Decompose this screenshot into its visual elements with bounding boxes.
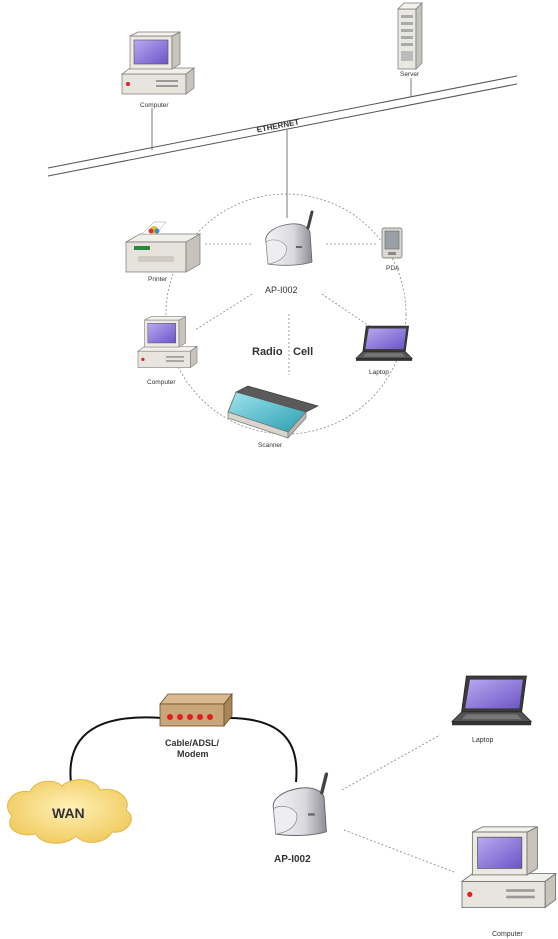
modem-label-line2: Modem (177, 749, 209, 759)
cell-label: Cell (293, 346, 313, 358)
radio-label: Radio (252, 346, 283, 358)
computer2-label: Computer (492, 931, 523, 938)
access-point-icon (266, 212, 312, 265)
modem-label-line1: Cable/ADSL/ (165, 738, 220, 748)
diagram-one: ETHERNET Computer Server (48, 3, 517, 449)
modem-ap-cable (228, 718, 296, 782)
modem-icon (160, 694, 232, 726)
computer-icon (122, 32, 194, 94)
computer-left-label: Computer (147, 379, 176, 386)
computer-top-label: Computer (140, 102, 169, 109)
ethernet-label: ETHERNET (256, 117, 300, 134)
laptop-2-icon (452, 676, 531, 725)
pda-icon (382, 228, 402, 258)
printer-icon (126, 222, 200, 272)
pda-label: PDA (386, 265, 400, 272)
server-icon (398, 3, 422, 69)
diagram-two: Cable/ADSL/ Modem WAN AP-I002 Laptop Com… (7, 676, 555, 938)
computer-2-icon (462, 827, 556, 908)
computer-left-icon (138, 317, 197, 368)
ap-laptop-link (342, 735, 440, 790)
ap2-label: AP-I002 (274, 854, 311, 865)
scanner-icon (228, 386, 318, 438)
printer-label: Printer (148, 276, 168, 283)
laptop-icon (356, 326, 412, 361)
wan-label: WAN (52, 805, 85, 821)
scanner-label: Scanner (258, 442, 283, 449)
ap-computer-link (344, 830, 454, 872)
access-point-2-icon (273, 774, 326, 835)
laptop-label: Laptop (369, 369, 389, 376)
server-label: Server (400, 71, 420, 78)
ap-label: AP-I002 (265, 285, 298, 295)
laptop2-label: Laptop (472, 737, 494, 744)
wan-modem-cable (70, 717, 162, 790)
